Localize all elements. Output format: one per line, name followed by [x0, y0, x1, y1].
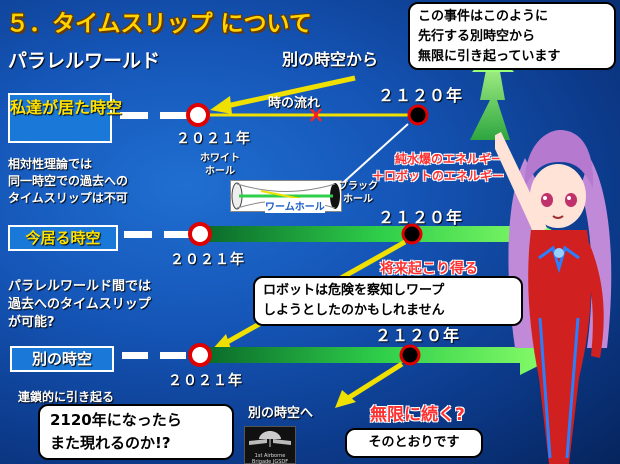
from-other-label: 別の時空から	[282, 46, 378, 70]
timeline-2-dashes	[124, 231, 192, 238]
timeline-label-now: 今居る時空	[8, 225, 118, 251]
bubble-event-origin: この事件はこのように 先行する別時空から 無限に引き起っています	[408, 2, 616, 70]
year-2120-b: ２１２０年	[378, 204, 463, 228]
infinite-label: 無限に続く?	[370, 400, 465, 425]
node-2120-c	[401, 346, 419, 364]
energy-line-2: ＋ロボットのエネルギー	[372, 167, 504, 184]
energy-line-1: 純水爆のエネルギー	[395, 150, 503, 167]
wormhole-label: ワームホール	[265, 198, 325, 213]
chain-note: 連鎖的に引き起る	[18, 388, 114, 405]
chain-arrow-2	[345, 364, 402, 400]
year-2021-c: ２０２１年	[168, 370, 243, 390]
flow-of-time-label: 時の流れ	[268, 92, 320, 111]
node-2120-a	[409, 106, 427, 124]
to-other-label: 別の時空へ	[248, 402, 313, 421]
node-2021-c	[190, 345, 210, 365]
unit-logo-text: 1st Airborne Brigade JGSDF	[245, 453, 295, 464]
white-hole-label: ホワイト ホール	[200, 152, 240, 178]
year-2120-a: ２１２０年	[378, 82, 463, 106]
node-2021-a	[188, 105, 208, 125]
parallel-note: パラレルワールド間では 過去へのタイムスリップ が可能?	[8, 278, 151, 332]
relativity-note: 相対性理論では 同一時空での過去への タイムスリップは不可	[8, 156, 128, 207]
parachute-wings-icon	[245, 427, 295, 449]
timeline-1-dashes	[120, 112, 188, 119]
may-happen-label: 将来起こり得る	[380, 258, 478, 278]
timeline-3-dashes	[122, 352, 186, 359]
node-2021-b	[190, 224, 210, 244]
timeline-label-past: 私達が居た時空	[8, 93, 112, 143]
timeline-label-other: 別の時空	[10, 346, 114, 372]
bubble-reappear: 2120年になったら また現れるのか!?	[38, 404, 234, 460]
bubble-answer: そのとおりです	[345, 428, 483, 458]
unit-logo: 1st Airborne Brigade JGSDF	[244, 426, 296, 464]
year-2021-a: ２０２１年	[176, 128, 251, 148]
year-2021-b: ２０２１年	[170, 249, 245, 269]
black-hole-label: ブラック ホール	[338, 180, 378, 206]
bubble-robot-warp: ロボットは危険を察知しワープ しようとしたのかもしれません	[253, 276, 523, 326]
